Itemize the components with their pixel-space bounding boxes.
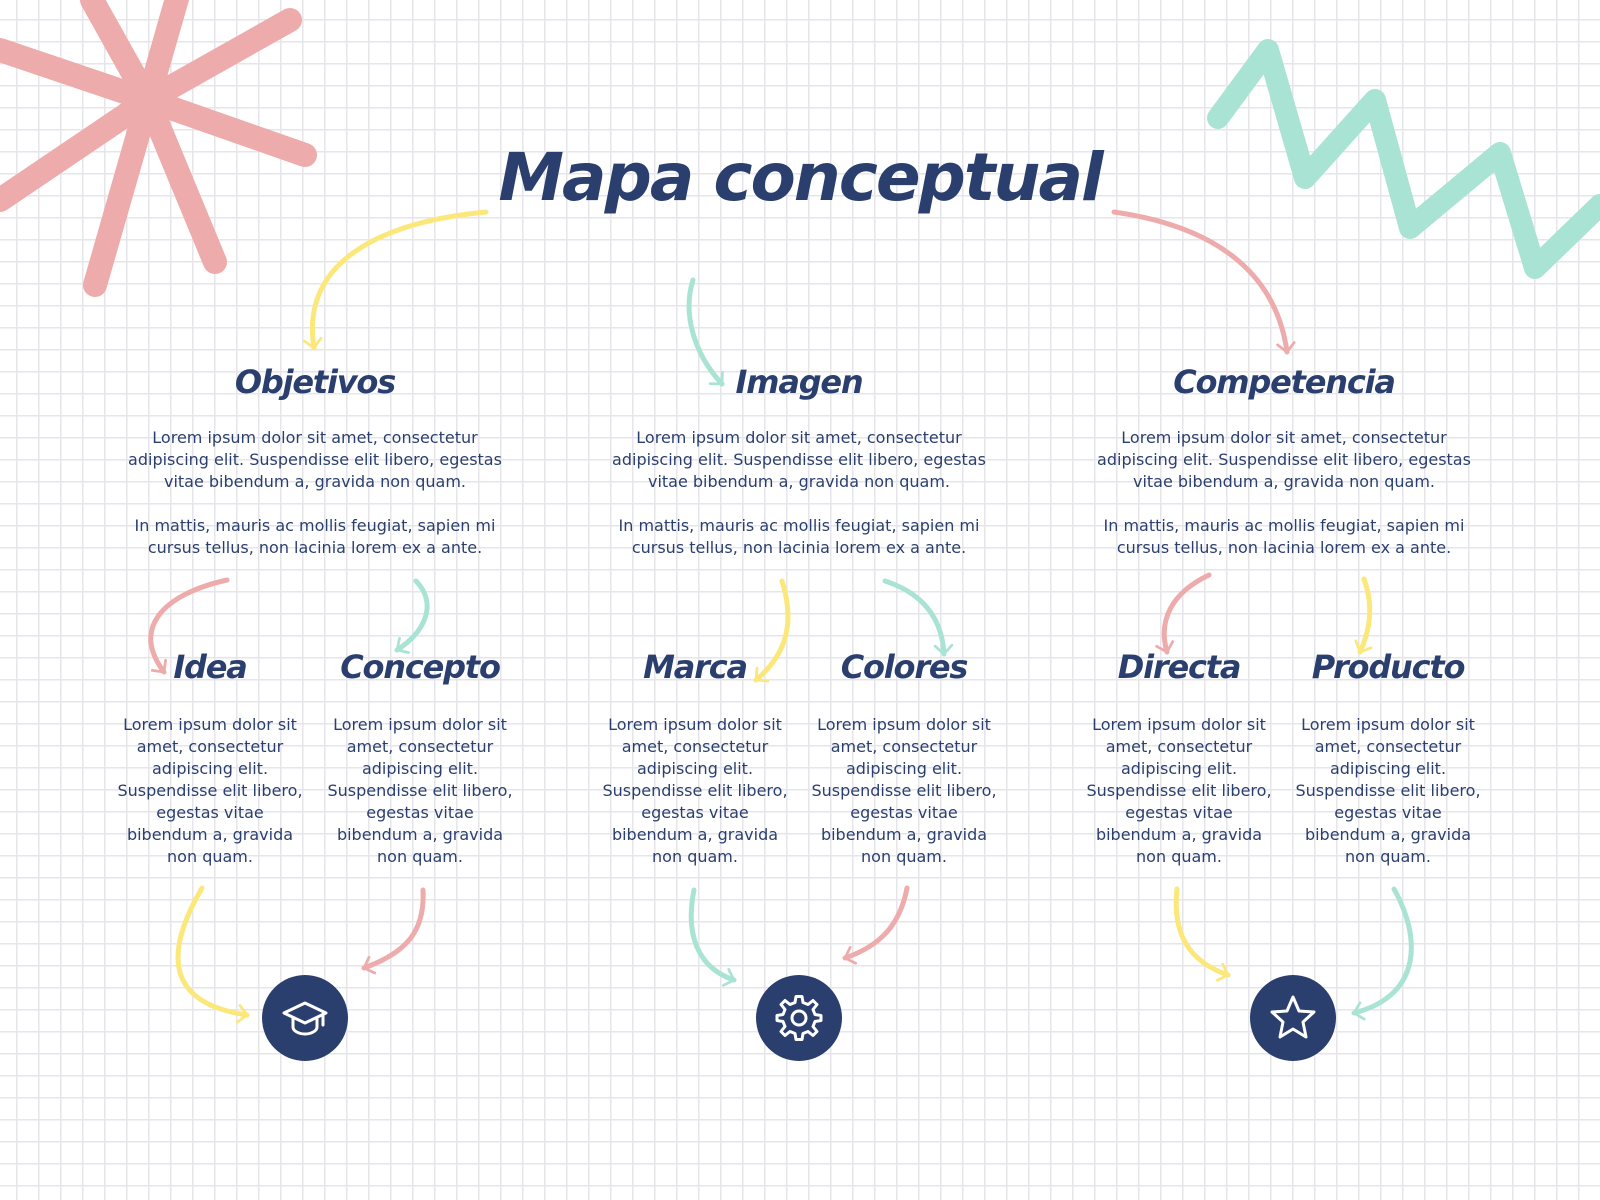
paragraph: In mattis, mauris ac mollis feugiat, sap…: [618, 516, 980, 557]
icon-badge: [756, 975, 842, 1061]
sub-concept-text: Lorem ipsum dolor sit amet, consectetur …: [811, 715, 997, 866]
sub-concept-text: Lorem ipsum dolor sit amet, consectetur …: [327, 715, 513, 866]
sub-concept-heading: Concepto: [340, 648, 501, 686]
sub-concept-heading: Directa: [1117, 648, 1242, 686]
main-concept-text: Lorem ipsum dolor sit amet, consectetur …: [609, 427, 989, 559]
arrow-colores-icon: [842, 885, 910, 965]
main-concept-text: Lorem ipsum dolor sit amet, consectetur …: [1094, 427, 1474, 559]
paragraph: Lorem ipsum dolor sit amet, consectetur …: [128, 428, 502, 491]
paragraph: In mattis, mauris ac mollis feugiat, sap…: [134, 516, 496, 557]
arrow-concepto-icon: [361, 887, 426, 975]
main-concept-heading: Imagen: [735, 363, 863, 401]
icon-badge: [262, 975, 348, 1061]
sub-concept-heading: Colores: [840, 648, 969, 686]
arrow-competencia-producto: [1354, 576, 1373, 655]
paragraph: Lorem ipsum dolor sit amet, consectetur …: [612, 428, 986, 491]
arrow-objetivos-concepto: [394, 578, 430, 654]
main-concept-heading: Competencia: [1173, 363, 1396, 401]
main-concept-heading: Objetivos: [234, 363, 396, 401]
sub-concept-text: Lorem ipsum dolor sit amet, consectetur …: [117, 715, 303, 866]
icon-badge: [1250, 975, 1336, 1061]
sub-concept-text: Lorem ipsum dolor sit amet, consectetur …: [1295, 715, 1481, 866]
zigzag-decoration: [1207, 39, 1600, 279]
arrow-title-objetivos: [303, 209, 489, 351]
sub-concept-text: Lorem ipsum dolor sit amet, consectetur …: [1086, 715, 1272, 866]
paragraph: Lorem ipsum dolor sit amet, consectetur …: [1097, 428, 1471, 491]
paragraph: In mattis, mauris ac mollis feugiat, sap…: [1103, 516, 1465, 557]
arrow-idea-icon: [175, 885, 250, 1024]
star-icon: [1270, 995, 1316, 1039]
arrow-directa-icon: [1173, 886, 1231, 982]
sub-concept-heading: Marca: [643, 648, 748, 686]
graduation-cap-icon: [282, 1001, 328, 1036]
main-concept-text: Lorem ipsum dolor sit amet, consectetur …: [125, 427, 505, 559]
arrow-marca-icon: [688, 887, 737, 987]
sub-concept-text: Lorem ipsum dolor sit amet, consectetur …: [602, 715, 788, 866]
arrow-producto-icon: [1351, 886, 1414, 1021]
gear-icon: [775, 995, 823, 1041]
asterisk-decoration: [0, 0, 317, 297]
arrow-imagen-colores: [882, 578, 954, 657]
page-title: Mapa conceptual: [498, 139, 1103, 216]
arrow-title-competencia: [1111, 209, 1296, 355]
arrow-competencia-directa: [1155, 572, 1212, 655]
sub-concept-heading: Producto: [1311, 648, 1466, 686]
sub-concept-heading: Idea: [173, 648, 248, 686]
